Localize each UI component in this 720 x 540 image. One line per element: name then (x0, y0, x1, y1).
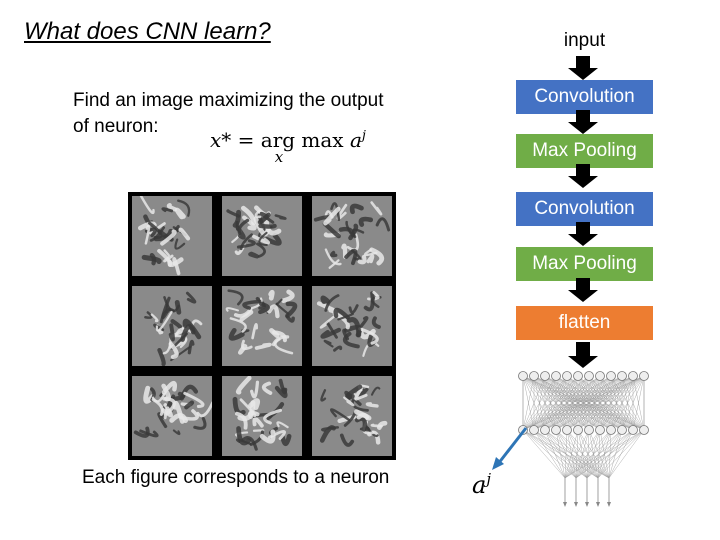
description-line-1: Find an image maximizing the output (73, 90, 384, 111)
down-arrow-icon (568, 278, 598, 304)
slide-title: What does CNN learn? (24, 18, 271, 45)
filter-tile (312, 286, 392, 366)
pipeline-stage-max-pooling: Max Pooling (516, 247, 653, 281)
description-line-2: of neuron: (73, 116, 159, 137)
down-arrow-icon (568, 110, 598, 136)
formula-lhs: x* (210, 128, 232, 152)
down-arrow-icon (568, 164, 598, 190)
formula-eq: = (237, 128, 255, 152)
filter-tile (312, 196, 392, 276)
down-arrow-icon (568, 342, 598, 368)
filter-tile (222, 376, 302, 456)
down-arrow-icon (568, 222, 598, 248)
filter-visualization-grid (128, 192, 396, 460)
formula-var: a (349, 128, 362, 152)
pipeline-input-label: input (563, 30, 606, 51)
formula-superscript: j (361, 128, 366, 144)
filter-tile (132, 376, 212, 456)
filter-tile (222, 196, 302, 276)
output-neuron-label: aj (472, 470, 491, 499)
pipeline-stage-convolution: Convolution (516, 192, 653, 226)
filter-tile (312, 376, 392, 456)
description: Find an image maximizing the output of n… (73, 88, 384, 140)
formula-subscript: x (274, 148, 284, 166)
down-arrow-icon (568, 56, 598, 82)
pipeline-stage-max-pooling: Max Pooling (516, 134, 653, 168)
filter-tile (132, 286, 212, 366)
filter-tile (222, 286, 302, 366)
caption: Each figure corresponds to a neuron (82, 467, 390, 488)
pipeline-stage-flatten: flatten (516, 306, 653, 340)
pipeline-stage-convolution: Convolution (516, 80, 653, 114)
output-arrow-icon (492, 427, 528, 470)
fully-connected-network-diagram (518, 371, 649, 507)
filter-tile (132, 196, 212, 276)
